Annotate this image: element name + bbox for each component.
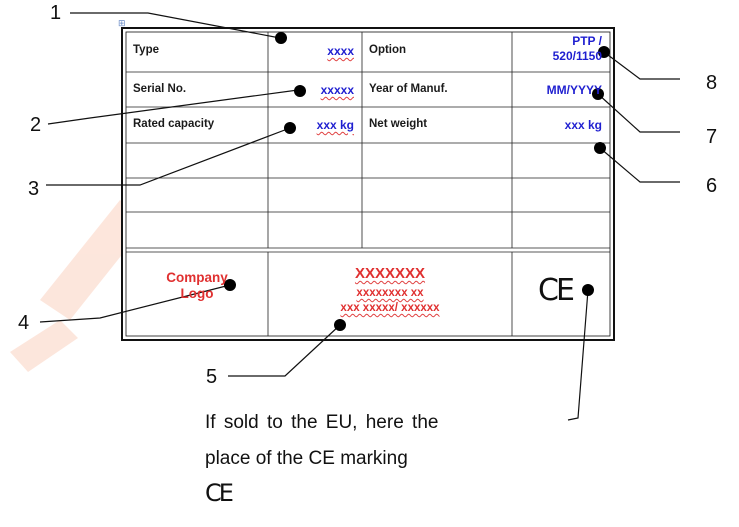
ce-note-line2: place of the CE marking: [205, 448, 408, 469]
option-label: Option: [369, 44, 407, 56]
serial-value: xxxxx: [320, 83, 354, 97]
ce-mark: CE: [538, 273, 575, 308]
callout-4: 4: [18, 312, 30, 334]
callout-dot-4: [224, 279, 236, 291]
ce-note: If sold to the EU, here the place of the…: [205, 408, 585, 508]
logo-line1: Company: [166, 270, 228, 285]
net-weight-value: xxx kg: [564, 118, 602, 132]
manufacturer-block: XXXXXXX xxxxxxxx xx xxx xxxxx/ xxxxxx: [268, 265, 512, 314]
option-value-line1: PTP /: [572, 34, 602, 48]
callout-5: 5: [206, 366, 218, 388]
ce-note-line1: If sold to the EU, here the: [205, 412, 439, 433]
plate-corner-marker: ⊞: [118, 19, 126, 29]
callout-dot-3: [284, 122, 296, 134]
callout-2: 2: [30, 114, 42, 136]
type-label: Type: [133, 44, 159, 56]
callout-1: 1: [50, 2, 62, 24]
plate-grid: [126, 32, 610, 336]
option-value: PTP / 520/1150: [514, 34, 602, 64]
logo-line2: Logo: [180, 286, 214, 301]
plate-border: [121, 27, 615, 341]
plate-inner-border: [125, 31, 611, 337]
ce-note-symbol: CE: [205, 479, 234, 507]
manufacturer-name: XXXXXXX: [354, 265, 426, 282]
manufacturer-line2: xxxxxxxx xx: [356, 287, 424, 299]
option-value-line2: 520/1150: [552, 49, 602, 63]
callout-dot-5: [334, 319, 346, 331]
callout-dot-8: [598, 46, 610, 58]
callout-dot-1: [275, 32, 287, 44]
net-weight-label: Net weight: [369, 118, 428, 130]
callout-dot-ce: [582, 284, 594, 296]
callout-dot-7: [592, 88, 604, 100]
serial-label: Serial No.: [133, 83, 187, 95]
callout-leaders: [39, 12, 680, 421]
rated-capacity-value: xxx kg: [316, 118, 354, 132]
callout-dot-6: [594, 142, 606, 154]
callout-dots: [224, 32, 610, 331]
callout-8: 8: [706, 72, 718, 94]
year-label: Year of Manuf.: [369, 83, 448, 95]
company-logo: Company Logo: [126, 270, 268, 302]
callout-3: 3: [28, 178, 40, 200]
year-value: MM/YYYY: [546, 83, 602, 97]
callout-7: 7: [706, 126, 718, 148]
type-value: xxxx: [327, 44, 354, 58]
rated-capacity-label: Rated capacity: [133, 118, 215, 130]
callout-dot-2: [294, 85, 306, 97]
manufacturer-line3: xxx xxxxx/ xxxxxx: [340, 302, 440, 314]
callout-6: 6: [706, 175, 718, 197]
